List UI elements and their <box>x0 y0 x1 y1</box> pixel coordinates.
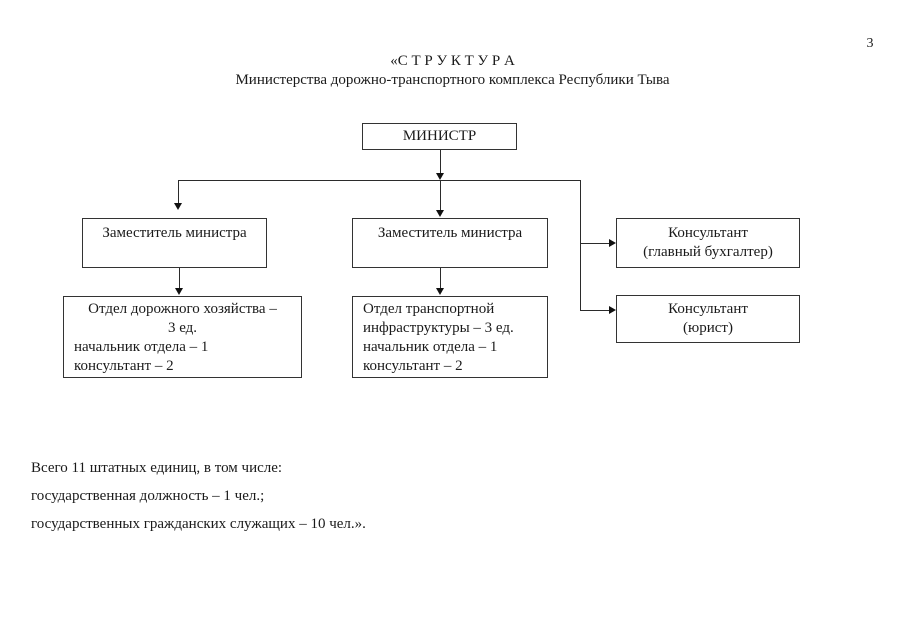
org-box-deputy-left: Заместитель министра <box>82 218 267 268</box>
org-box-consultant-lawyer: Консультант (юрист) <box>616 295 800 343</box>
connector-consultant1-branch-line <box>580 243 610 244</box>
org-box-deputy-middle-label: Заместитель министра <box>377 225 523 241</box>
page-number: 3 <box>866 36 874 51</box>
org-box-deputy-left-label: Заместитель министра <box>102 225 247 241</box>
org-box-deputy-middle: Заместитель министра <box>352 218 548 268</box>
connector-deputy-left-drop-line <box>178 181 179 204</box>
dept-transport-line-1: Отдел транспортной <box>363 301 495 317</box>
connector-minister-down-arrow-icon <box>436 173 444 180</box>
footer-civil-servants-line: государственных гражданских служащих – 1… <box>31 516 366 532</box>
connector-consultant2-branch-line <box>580 310 610 311</box>
consultant-lawyer-line-1: Консультант <box>668 301 748 317</box>
connector-deputy-left-arrow-icon <box>174 203 182 210</box>
connector-deputy-middle-arrow-icon <box>436 210 444 217</box>
org-box-dept-transport: Отдел транспортной инфраструктуры – 3 ед… <box>352 296 548 378</box>
dept-road-line-4: консультант – 2 <box>74 358 174 374</box>
consultant-accountant-line-2: (главный бухгалтер) <box>643 244 773 260</box>
dept-transport-line-4: консультант – 2 <box>363 358 463 374</box>
footer-state-position-line: государственная должность – 1 чел.; <box>31 488 265 504</box>
connector-main-horizontal-line <box>178 180 581 181</box>
consultant-lawyer-line-2: (юрист) <box>683 320 733 336</box>
connector-dept-transport-arrow-icon <box>436 288 444 295</box>
footer-total-line: Всего 11 штатных единиц, в том числе: <box>31 460 283 476</box>
org-box-dept-road: Отдел дорожного хозяйства – 3 ед. началь… <box>63 296 302 378</box>
connector-consultants-drop-line <box>580 180 581 311</box>
org-box-consultant-accountant: Консультант (главный бухгалтер) <box>616 218 800 268</box>
title-line-1: «С Т Р У К Т У Р А <box>390 53 515 69</box>
org-box-minister: МИНИСТР <box>362 123 517 150</box>
connector-minister-down-line <box>440 150 441 174</box>
connector-consultant1-arrow-icon <box>609 239 616 247</box>
connector-dept-road-line <box>179 268 180 289</box>
connector-dept-road-arrow-icon <box>175 288 183 295</box>
dept-road-line-1: Отдел дорожного хозяйства – <box>88 301 277 317</box>
connector-deputy-middle-drop-line <box>440 181 441 210</box>
dept-transport-line-3: начальник отдела – 1 <box>363 339 498 355</box>
consultant-accountant-line-1: Консультант <box>668 225 748 241</box>
document-title: «С Т Р У К Т У Р А Министерства дорожно-… <box>0 52 905 90</box>
org-box-minister-label: МИНИСТР <box>402 128 477 144</box>
dept-road-line-3: начальник отдела – 1 <box>74 339 209 355</box>
connector-dept-transport-line <box>440 268 441 289</box>
connector-consultant2-arrow-icon <box>609 306 616 314</box>
title-line-2: Министерства дорожно-транспортного компл… <box>235 72 670 88</box>
dept-road-line-2: 3 ед. <box>167 320 198 336</box>
dept-transport-line-2: инфраструктуры – 3 ед. <box>363 320 514 336</box>
